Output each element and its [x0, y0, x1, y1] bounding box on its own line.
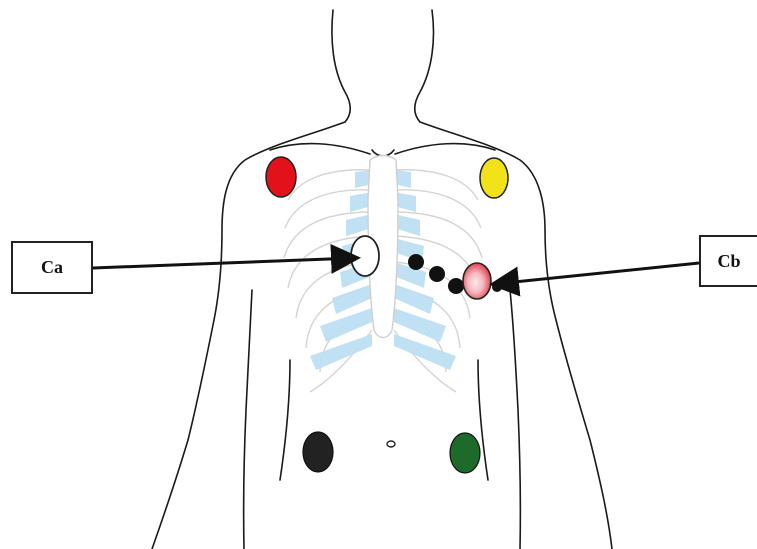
- electrode-cb: [463, 263, 491, 299]
- label-ca: Ca: [11, 241, 93, 294]
- label-ca-text: Ca: [41, 257, 63, 278]
- navel: [387, 441, 395, 447]
- electrode-v4: [448, 278, 464, 294]
- electrode-right-leg: [303, 432, 333, 472]
- label-cb-text: Cb: [717, 251, 740, 272]
- electrode-v2: [408, 254, 424, 270]
- electrode-left-arm: [480, 158, 508, 198]
- electrode-ca: [351, 236, 379, 276]
- arrow-ca: [93, 258, 355, 268]
- label-cb: Cb: [699, 235, 757, 287]
- arrow-cb: [495, 263, 699, 284]
- electrode-left-leg: [450, 433, 480, 473]
- electrode-right-arm: [266, 157, 296, 197]
- electrode-v3: [429, 266, 445, 282]
